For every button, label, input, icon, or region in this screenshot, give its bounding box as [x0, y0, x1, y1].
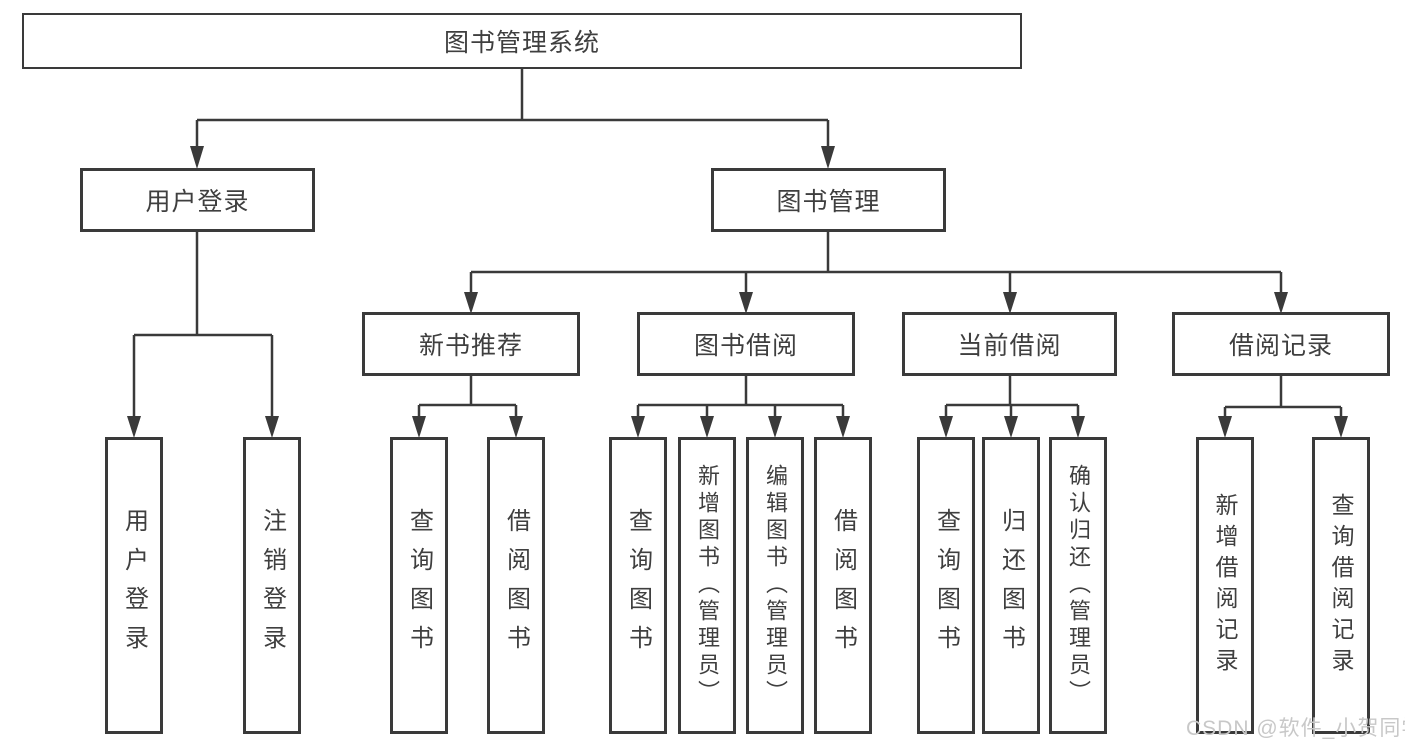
- leaf-label: 用户登录: [120, 507, 148, 664]
- leaf-label: 确认归还（管理员）: [1066, 464, 1091, 707]
- leaf-label: 新增借阅记录: [1212, 492, 1238, 679]
- node-borrowing-records: 借阅记录: [1172, 312, 1390, 376]
- leaf-records-query-borrow-record: 查询借阅记录: [1312, 437, 1370, 734]
- leaf-current-return-books: 归还图书: [982, 437, 1040, 734]
- leaf-logout: 注销登录: [243, 437, 301, 734]
- leaf-current-confirm-return-admin: 确认归还（管理员）: [1049, 437, 1107, 734]
- leaf-borrowing-query-books: 查询图书: [609, 437, 667, 734]
- leaf-label: 查询借阅记录: [1328, 492, 1354, 679]
- leaf-newbook-query-books: 查询图书: [390, 437, 448, 734]
- csdn-watermark: CSDN @软件_小贺同学: [1186, 717, 1405, 740]
- leaf-label: 新增图书（管理员）: [695, 464, 720, 707]
- node-label: 借阅记录: [1228, 332, 1333, 360]
- leaf-label: 查询图书: [405, 507, 433, 664]
- leaf-current-query-books: 查询图书: [917, 437, 975, 734]
- leaf-label: 借阅图书: [829, 507, 857, 664]
- node-label: 新书推荐: [418, 332, 523, 360]
- node-label: 用户登录: [145, 188, 250, 216]
- node-label: 图书管理系统: [443, 29, 600, 57]
- leaf-records-add-borrow-record: 新增借阅记录: [1196, 437, 1254, 734]
- leaf-borrowing-add-books-admin: 新增图书（管理员）: [678, 437, 736, 734]
- leaf-label: 查询图书: [624, 507, 652, 664]
- node-label: 图书借阅: [693, 332, 798, 360]
- node-current-borrowing: 当前借阅: [902, 312, 1117, 376]
- node-label: 当前借阅: [957, 332, 1062, 360]
- leaf-newbook-borrow-books: 借阅图书: [487, 437, 545, 734]
- node-new-book-recommend: 新书推荐: [362, 312, 580, 376]
- leaf-user-login: 用户登录: [105, 437, 163, 734]
- leaf-label: 编辑图书（管理员）: [763, 464, 788, 707]
- node-book-management-system: 图书管理系统: [22, 13, 1022, 69]
- leaf-label: 注销登录: [258, 507, 286, 664]
- leaf-label: 借阅图书: [502, 507, 530, 664]
- node-book-management: 图书管理: [711, 168, 946, 232]
- node-user-login: 用户登录: [80, 168, 315, 232]
- leaf-label: 归还图书: [997, 507, 1025, 664]
- node-book-borrowing: 图书借阅: [637, 312, 855, 376]
- leaf-label: 查询图书: [932, 507, 960, 664]
- node-label: 图书管理: [776, 188, 881, 216]
- leaf-borrowing-borrow-books: 借阅图书: [814, 437, 872, 734]
- leaf-borrowing-edit-books-admin: 编辑图书（管理员）: [746, 437, 804, 734]
